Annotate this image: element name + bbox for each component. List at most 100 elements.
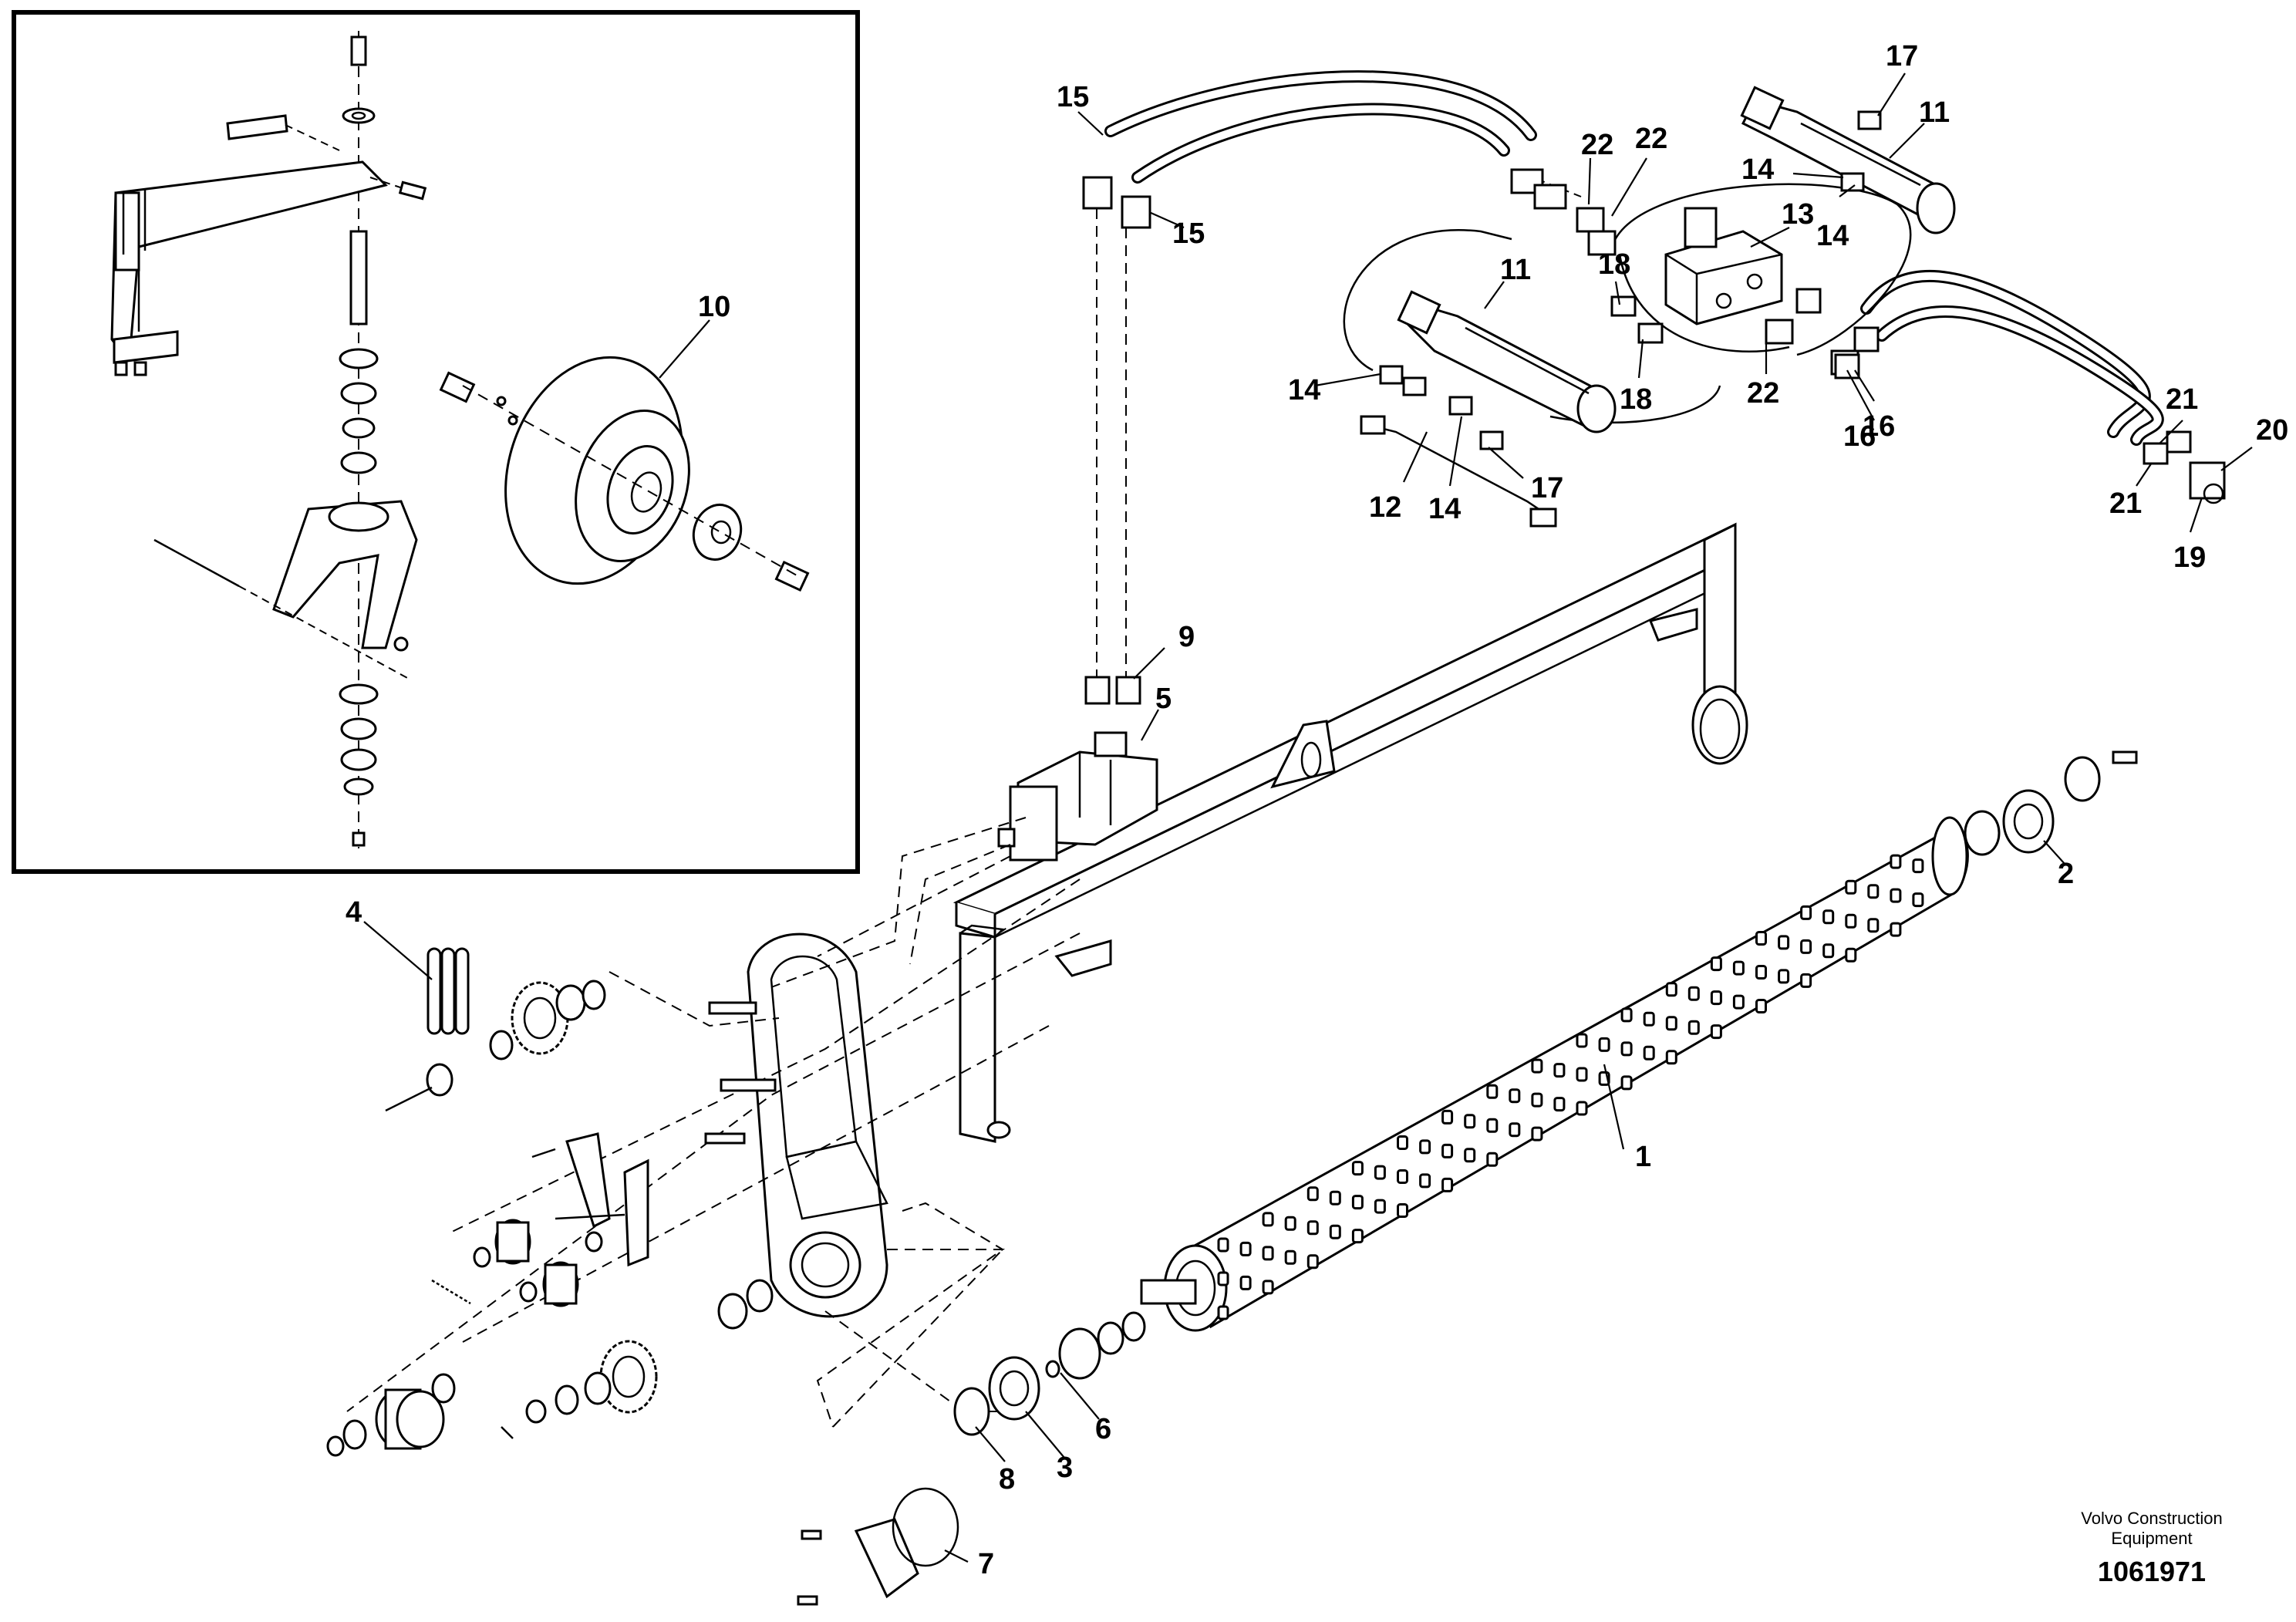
callout-17-b: 17	[1531, 472, 1563, 504]
hydraulic-hoses	[1082, 70, 2164, 705]
drum-tine	[1620, 1007, 1633, 1023]
callout-17-a: 17	[1886, 40, 1918, 73]
drum-tine	[1374, 1165, 1386, 1180]
drum-tine	[1509, 1088, 1521, 1104]
drum-tine	[1441, 1143, 1454, 1158]
drum-tine	[1397, 1169, 1408, 1184]
hydraulic-cylinder-right	[1740, 86, 1956, 234]
drum-tine	[1890, 854, 1902, 869]
drum-tine	[1329, 1190, 1341, 1206]
drum-tine	[1262, 1246, 1274, 1261]
drum-tine	[1531, 1058, 1543, 1074]
drum-tine	[1351, 1195, 1364, 1210]
drum-tine	[1284, 1216, 1296, 1231]
drum-tine	[1576, 1067, 1588, 1082]
callout-22-a: 22	[1581, 129, 1613, 161]
drum-tine	[1890, 888, 1902, 903]
callout-10: 10	[698, 291, 730, 323]
drum-tines	[1217, 854, 1924, 1320]
drum-tine	[1576, 1101, 1588, 1116]
drum-tine	[1912, 892, 1924, 908]
drum-tine	[1374, 1199, 1386, 1214]
callout-13: 13	[1782, 198, 1814, 231]
caster-wheel	[504, 356, 690, 585]
drum-tine	[1755, 965, 1767, 980]
drum-tine	[1441, 1177, 1454, 1192]
drum-tine	[1553, 1097, 1566, 1112]
callout-11-left: 11	[1500, 254, 1531, 286]
callout-19: 19	[2173, 541, 2206, 574]
callout-3: 3	[1057, 1452, 1073, 1484]
drum-tine	[1419, 1139, 1431, 1155]
roller-chain	[426, 947, 470, 1035]
callout-4: 4	[346, 896, 362, 929]
company-name-line2: Equipment	[2111, 1529, 2192, 1548]
drum-tine	[1531, 1126, 1543, 1141]
drum-tine	[1710, 956, 1722, 972]
drum-tine	[1845, 879, 1857, 895]
drum-tine	[1800, 905, 1812, 920]
drum-tine	[1687, 986, 1700, 1001]
valve-block	[1510, 168, 1859, 376]
drum-tine	[1620, 1075, 1633, 1091]
drum-tine	[1732, 994, 1745, 1010]
drum-tine	[1778, 969, 1790, 984]
drum-tine	[1419, 1173, 1431, 1189]
drum-tine	[1665, 1016, 1677, 1031]
callout-11-right: 11	[1919, 96, 1950, 129]
drum-tine	[1800, 973, 1812, 988]
callout-22-c: 22	[1747, 377, 1779, 410]
drum-tine	[1800, 939, 1812, 954]
drum-tine	[1643, 1011, 1655, 1027]
drum-tine	[1217, 1237, 1229, 1253]
callout-21-b: 21	[2109, 487, 2142, 520]
callout-22-b: 22	[1635, 123, 1667, 155]
callout-5: 5	[1155, 683, 1172, 715]
drum-tine	[1441, 1109, 1454, 1125]
drum-tine	[1284, 1249, 1296, 1265]
callout-20: 20	[2256, 414, 2288, 447]
callout-8: 8	[999, 1463, 1015, 1496]
drum-tine	[1239, 1241, 1252, 1256]
drum-tine	[1486, 1084, 1499, 1099]
drum-tine	[1710, 990, 1722, 1006]
drum-tine	[1620, 1041, 1633, 1057]
callout-9: 9	[1178, 621, 1195, 653]
drum-tine	[1306, 1220, 1319, 1236]
drum-tine	[1486, 1152, 1499, 1167]
drum-tine	[1217, 1305, 1229, 1320]
drum-tine	[1351, 1161, 1364, 1176]
leader-lines	[363, 73, 2253, 1563]
hydraulic-motor	[997, 731, 1158, 862]
drum-tine	[1665, 1050, 1677, 1065]
drum-tine	[1509, 1122, 1521, 1138]
drum-tine	[1643, 1045, 1655, 1061]
callout-15-b: 15	[1172, 218, 1205, 250]
drum-tine	[1845, 947, 1857, 963]
drum-tine	[1306, 1254, 1319, 1270]
drum-tine	[1464, 1114, 1476, 1129]
callout-12: 12	[1369, 491, 1401, 524]
footer-block: Volvo Construction Equipment 1061971	[2081, 1509, 2222, 1587]
hydraulic-cylinder-left	[1397, 290, 1617, 433]
callout-14-d: 14	[1816, 220, 1849, 252]
drum-tine	[1262, 1280, 1274, 1295]
drum-tine	[1397, 1135, 1408, 1150]
callout-16-b: 16	[1843, 420, 1876, 453]
drum-tine	[1239, 1275, 1252, 1290]
callout-21-a: 21	[2166, 383, 2198, 416]
drum-tine	[1306, 1186, 1319, 1202]
chain-case	[747, 932, 888, 1318]
drum-tine	[1822, 943, 1835, 959]
drum-tine	[1531, 1092, 1543, 1108]
drive-components	[326, 947, 777, 1457]
callout-16-a: 16	[1863, 410, 1895, 443]
assembly-lines	[346, 817, 1081, 1428]
inset-frame	[12, 10, 860, 874]
callout-15-a: 15	[1057, 81, 1089, 113]
drum-tine	[1464, 1148, 1476, 1163]
drum-tine	[1598, 1037, 1610, 1052]
callout-18-a: 18	[1598, 248, 1630, 281]
drum-tine	[1665, 982, 1677, 997]
